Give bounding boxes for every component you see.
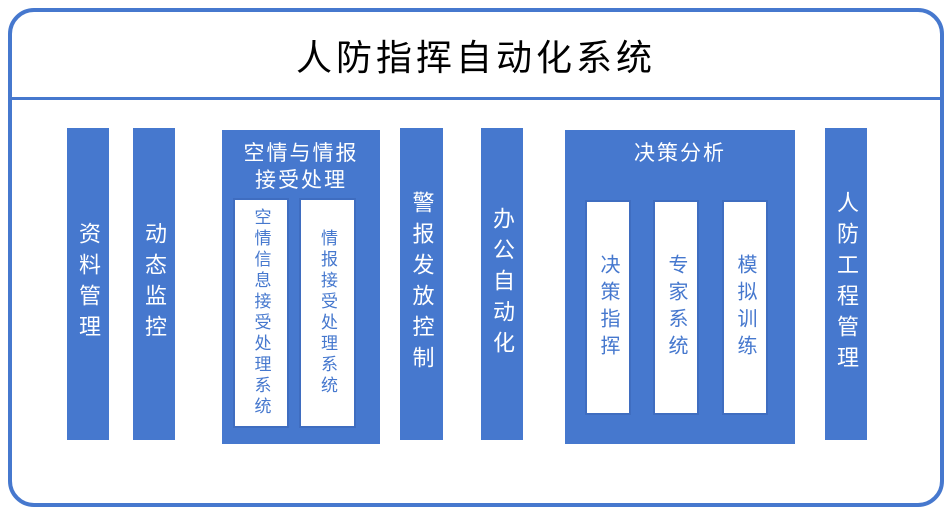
subbox-expert-system: 专家系统 bbox=[653, 200, 699, 415]
group-air-intel-header-line2: 接受处理 bbox=[255, 168, 347, 192]
group-air-intel-header-line1: 空情与情报 bbox=[243, 141, 359, 165]
subbox-simulation-training: 模拟训练 bbox=[722, 200, 768, 415]
subbox-intel-processing-system-label: 情报接受处理系统 bbox=[318, 229, 337, 397]
column-office-automation: 办公自动化 bbox=[481, 128, 523, 440]
column-civil-defense-engineering-management: 人防工程管理 bbox=[825, 128, 867, 440]
column-data-management-label: 资料管理 bbox=[76, 222, 101, 346]
subbox-decision-command: 决策指挥 bbox=[585, 200, 631, 415]
subbox-air-info-processing-system-label: 空情信息接受处理系统 bbox=[251, 208, 271, 418]
group-air-intel-processing: 空情与情报 接受处理 空情信息接受处理系统 情报接受处理系统 bbox=[222, 130, 380, 444]
subbox-simulation-training-label: 模拟训练 bbox=[734, 253, 756, 362]
column-data-management: 资料管理 bbox=[67, 128, 109, 440]
column-alarm-issuance-control: 警报发放控制 bbox=[400, 128, 443, 440]
column-dynamic-monitoring-label: 动态监控 bbox=[142, 222, 167, 346]
group-decision-analysis-header: 决策分析 bbox=[634, 141, 726, 165]
column-dynamic-monitoring: 动态监控 bbox=[133, 128, 175, 440]
group-decision-analysis: 决策分析 决策指挥 专家系统 模拟训练 bbox=[565, 130, 795, 444]
subbox-expert-system-label: 专家系统 bbox=[665, 253, 687, 362]
page-title: 人防指挥自动化系统 bbox=[295, 37, 656, 78]
column-civil-defense-engineering-management-label: 人防工程管理 bbox=[834, 191, 859, 377]
column-alarm-issuance-control-label: 警报发放控制 bbox=[409, 191, 435, 377]
subbox-air-info-processing-system: 空情信息接受处理系统 bbox=[233, 198, 289, 428]
subbox-intel-processing-system: 情报接受处理系统 bbox=[299, 198, 356, 428]
subbox-decision-command-label: 决策指挥 bbox=[597, 253, 619, 362]
group-air-intel-processing-header: 空情与情报 接受处理 bbox=[222, 140, 380, 194]
column-office-automation-label: 办公自动化 bbox=[490, 206, 515, 362]
diagram-frame: 人防指挥自动化系统 资料管理 动态监控 空情与情报 接受处理 空情信息接受处理系… bbox=[8, 8, 944, 507]
diagram-header: 人防指挥自动化系统 bbox=[12, 12, 940, 100]
